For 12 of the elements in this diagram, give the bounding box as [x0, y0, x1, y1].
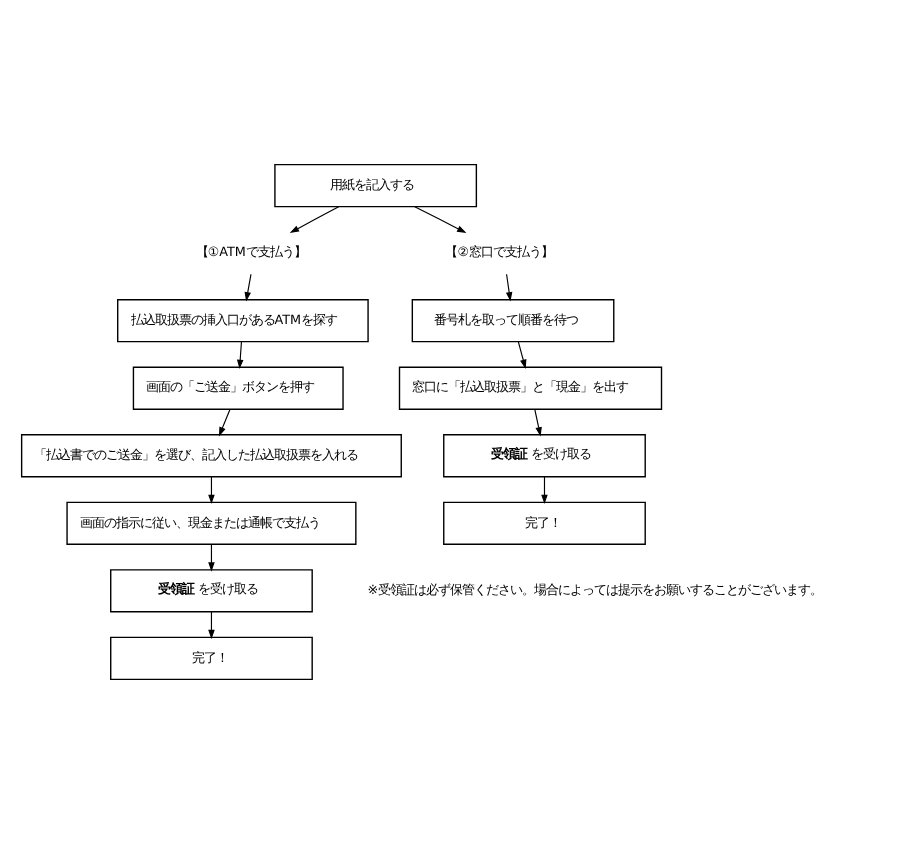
- arrow: [414, 206, 467, 233]
- arrow: [244, 273, 252, 302]
- arrow: [505, 273, 513, 302]
- arrow: [236, 341, 244, 370]
- arrow: [208, 611, 215, 640]
- arrow: [289, 206, 340, 234]
- arrow: [541, 476, 548, 505]
- arrow: [208, 543, 215, 572]
- arrow: [208, 476, 215, 505]
- arrow: [517, 341, 527, 369]
- arrow: [218, 408, 231, 437]
- arrow: [534, 408, 542, 437]
